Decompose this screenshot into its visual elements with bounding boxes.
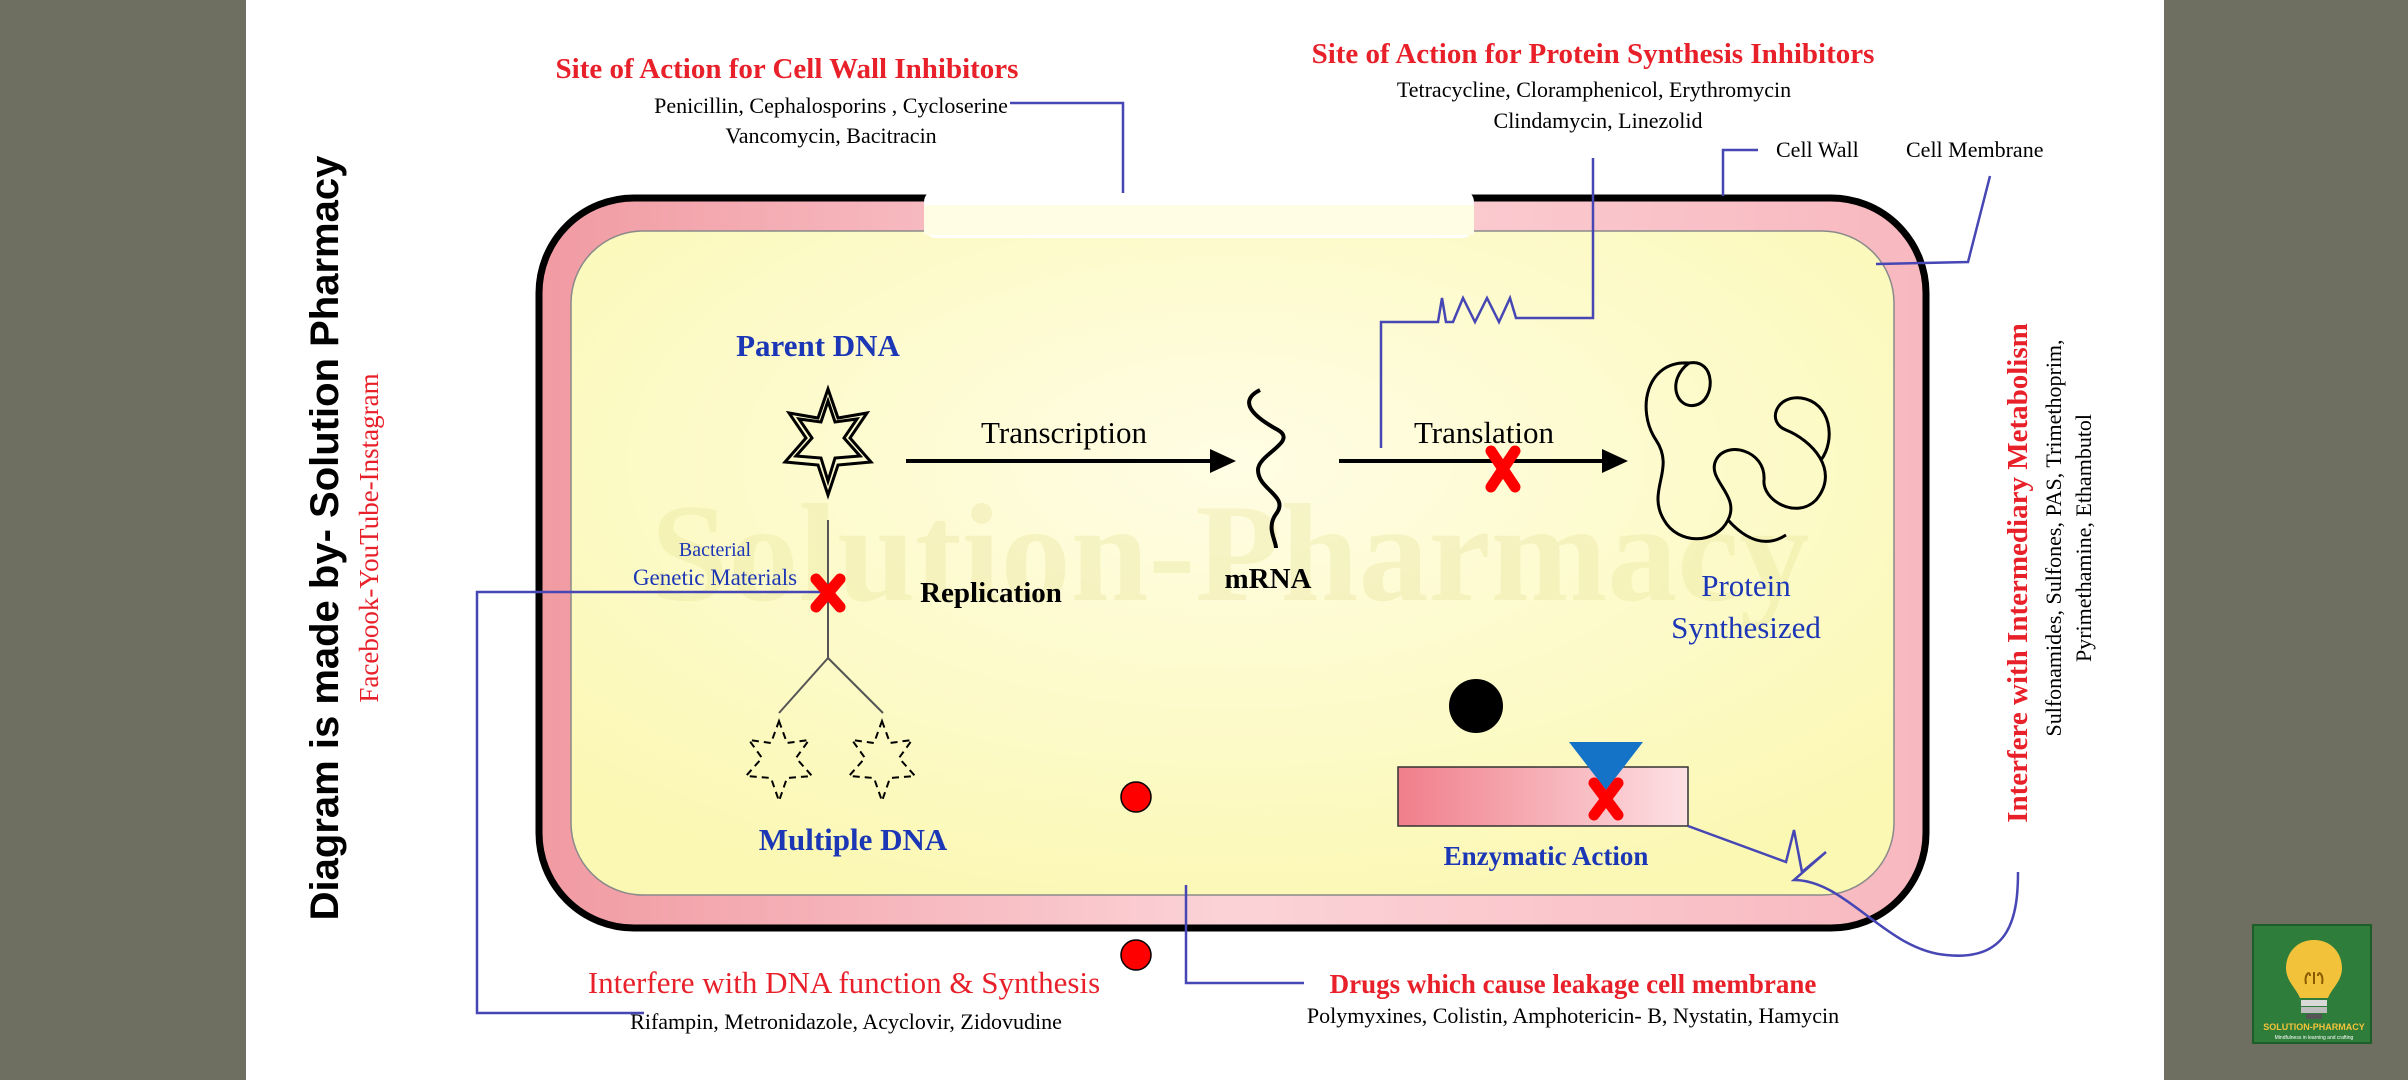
parent-dna-icon [781,384,875,500]
cell-wall-label-line [1721,148,1758,196]
protein-site-title: Site of Action for Protein Synthesis Inh… [1312,38,1875,70]
bacterial-cell [535,190,1930,932]
protein-icon [1644,361,1831,543]
protein-leader-line [1379,158,1595,448]
diagram-slide: Diagram is made by- Solution Pharmacy Fa… [246,0,2164,1080]
transcription-arrowhead [1210,449,1236,473]
cell-wall-leader-line [1010,101,1125,193]
cell-wall-site-title: Site of Action for Cell Wall Inhibitors [556,53,1019,85]
dna-drugs: Rifampin, Metronidazole, Acyclovir, Zido… [630,1009,1062,1034]
logo-name: SOLUTION-PHARMACY [2263,1022,2365,1032]
membrane-drug-dot-outer [1120,939,1152,971]
dna-leader-line [475,590,826,1015]
cell-membrane-label: Cell Membrane [1906,137,2043,162]
metabolism-drugs-line1: Sulfonamides, Sulfones, PAS, Trimethopri… [2041,339,2066,736]
enzyme-block [1397,766,1689,827]
credit-social-text: Facebook-YouTube-Instagram [354,373,384,702]
translation-inhibit-cross [1485,445,1521,493]
metabolism-title: Interfere with Intermediary Metabolism [2002,323,2034,823]
translation-arrowhead [1602,449,1628,473]
lightbulb-icon [2286,940,2342,1019]
enzyme-triangle [1569,742,1643,790]
enzyme-inhibit-cross [1588,777,1624,821]
cell-wall-drugs-line1: Penicillin, Cephalosporins , Cycloserine [654,93,1008,118]
dna-branch-right [827,657,884,714]
dna-title: Interfere with DNA function & Synthesis [588,965,1100,1000]
replication-label: Replication [920,577,1062,609]
watermark-text: Solution-Pharmacy [651,476,1810,631]
logo-tagline: Mindfulness in learning and crafting [2275,1035,2354,1041]
metabolism-leader-line [1687,824,2020,957]
parent-dna-label: Parent DNA [736,328,900,363]
bacterial-label: Bacterial [679,539,752,561]
cell-wall-drugs-line2: Vancomycin, Bacitracin [725,123,936,148]
protein-synthesized-line1: Protein [1701,568,1791,603]
solution-pharmacy-logo: SOLUTION-PHARMACY Mindfulness in learnin… [2252,924,2372,1044]
metabolism-drugs-line2: Pyrimethamine, Ethambutol [2071,414,2096,662]
translation-label: Translation [1414,415,1555,450]
cell-wall-label: Cell Wall [1776,137,1859,162]
protein-drugs-line1: Tetracycline, Cloramphenicol, Erythromyc… [1397,77,1791,102]
enzymatic-action-label: Enzymatic Action [1444,841,1649,871]
protein-drugs-line2: Clindamycin, Linezolid [1494,108,1703,133]
substrate-dot [1449,679,1503,733]
multiple-dna-label: Multiple DNA [759,822,948,857]
replication-inhibit-cross [810,573,846,613]
protein-synthesized-line2: Synthesized [1671,610,1821,645]
membrane-title: Drugs which cause leakage cell membrane [1330,969,1817,999]
membrane-leader-line [1184,885,1304,985]
mrna-icon [1247,388,1286,549]
genetic-materials-label: Genetic Materials [633,565,797,590]
dna-branch-left [778,657,829,714]
membrane-drug-dot-inner [1120,781,1152,813]
transcription-label: Transcription [981,415,1147,450]
antibiotic-mechanism-diagram: Diagram is made by- Solution Pharmacy Fa… [303,38,2096,1034]
credit-main-text: Diagram is made by- Solution Pharmacy [303,155,347,920]
cell-membrane-label-line [1875,175,1992,266]
mrna-label: mRNA [1225,563,1312,595]
membrane-drugs: Polymyxines, Colistin, Amphotericin- B, … [1307,1003,1839,1028]
